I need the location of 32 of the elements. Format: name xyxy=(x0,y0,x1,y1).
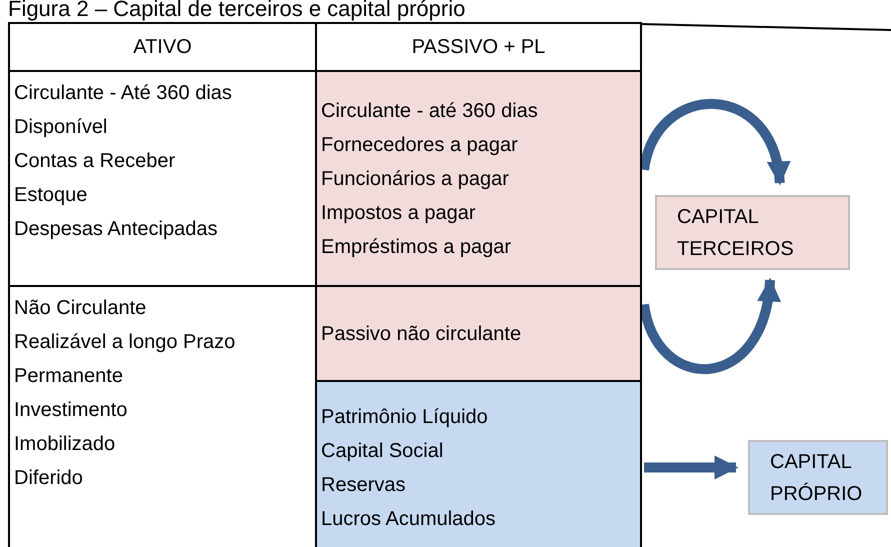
cell-text: Patrimônio Líquido xyxy=(321,404,489,430)
table-cell xyxy=(315,285,642,382)
cell-text: Diferido xyxy=(14,466,84,491)
table-cell xyxy=(315,380,642,547)
category-box xyxy=(655,195,850,270)
arrow xyxy=(644,456,738,480)
column-header: ATIVO xyxy=(133,35,192,60)
cell-text: Circulante - até 360 dias xyxy=(321,98,539,124)
cell-text: Contas a Receber xyxy=(14,149,176,174)
cell-text: Funcionários a pagar xyxy=(321,166,510,192)
cell-text: Investimento xyxy=(14,398,128,423)
cell-text: CAPITAL TERCEIROS xyxy=(677,204,795,262)
column-header: PASSIVO + PL xyxy=(412,35,546,60)
cell-text: CAPITAL PRÓPRIO xyxy=(770,450,864,506)
cell-text: Empréstimos a pagar xyxy=(321,234,512,260)
cell-text: Capital Social xyxy=(321,438,444,464)
cell-text: Estoque xyxy=(14,183,88,208)
cell-text: Permanente xyxy=(14,364,124,389)
category-box xyxy=(748,440,888,515)
cell-text: Realizável a longo Prazo xyxy=(14,330,236,355)
cell-text: Fornecedores a pagar xyxy=(321,132,519,158)
cell-text: Passivo não circulante xyxy=(321,322,522,346)
cell-text: Despesas Antecipadas xyxy=(14,217,218,242)
cell-text: Disponível xyxy=(14,115,108,140)
cell-text: Reservas xyxy=(321,472,406,498)
cell-text: Não Circulante xyxy=(14,296,148,321)
table-cell xyxy=(315,70,642,287)
cell-text: Imobilizado xyxy=(14,432,116,457)
cell-text: Lucros Acumulados xyxy=(321,506,497,532)
figure-title: Figura 2 – Capital de terceiros e capital próprio xyxy=(8,0,466,22)
cell-text: Circulante - Até 360 dias xyxy=(14,81,233,106)
cell-text: Impostos a pagar xyxy=(321,200,477,226)
